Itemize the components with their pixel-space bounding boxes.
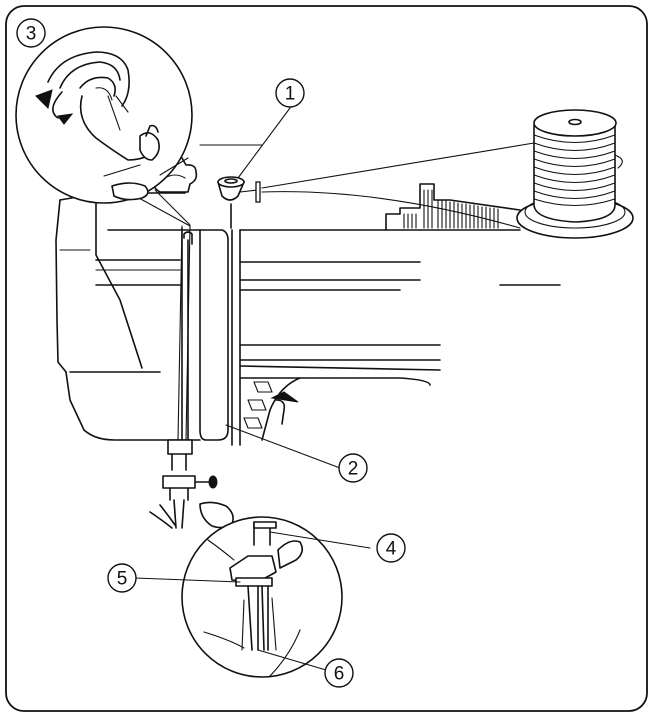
callout-2: 2 (338, 453, 368, 483)
panel-number: 3 (26, 24, 37, 45)
callout-leader-5 (134, 577, 241, 583)
callout-leader-4 (269, 531, 371, 549)
thread-spool-icon (516, 109, 634, 239)
callout-1: 1 (275, 78, 305, 108)
callout-leader-2 (225, 424, 341, 469)
callout-5: 5 (107, 563, 137, 593)
callout-label-5: 5 (117, 569, 128, 590)
needle-clamp (149, 439, 218, 529)
thread-path (261, 142, 535, 189)
curved-arrow-icon (270, 391, 299, 425)
callout-label-6: 6 (334, 664, 345, 685)
magnifier-top (15, 26, 193, 204)
callout-4: 4 (376, 533, 406, 563)
callout-6: 6 (324, 658, 354, 688)
callout-label-2: 2 (348, 459, 359, 480)
magnifier-bottom (181, 516, 343, 678)
curved-arrow-icon (52, 91, 63, 119)
callout-leader-1 (237, 107, 291, 179)
thread-guide-icon (217, 176, 245, 229)
panel-number-badge: 3 (16, 18, 46, 48)
callout-label-1: 1 (285, 84, 296, 105)
callout-leader-6 (257, 649, 327, 671)
thread-guide-post (255, 181, 261, 203)
spool-pin-base (385, 183, 521, 231)
callout-label-4: 4 (386, 539, 397, 560)
